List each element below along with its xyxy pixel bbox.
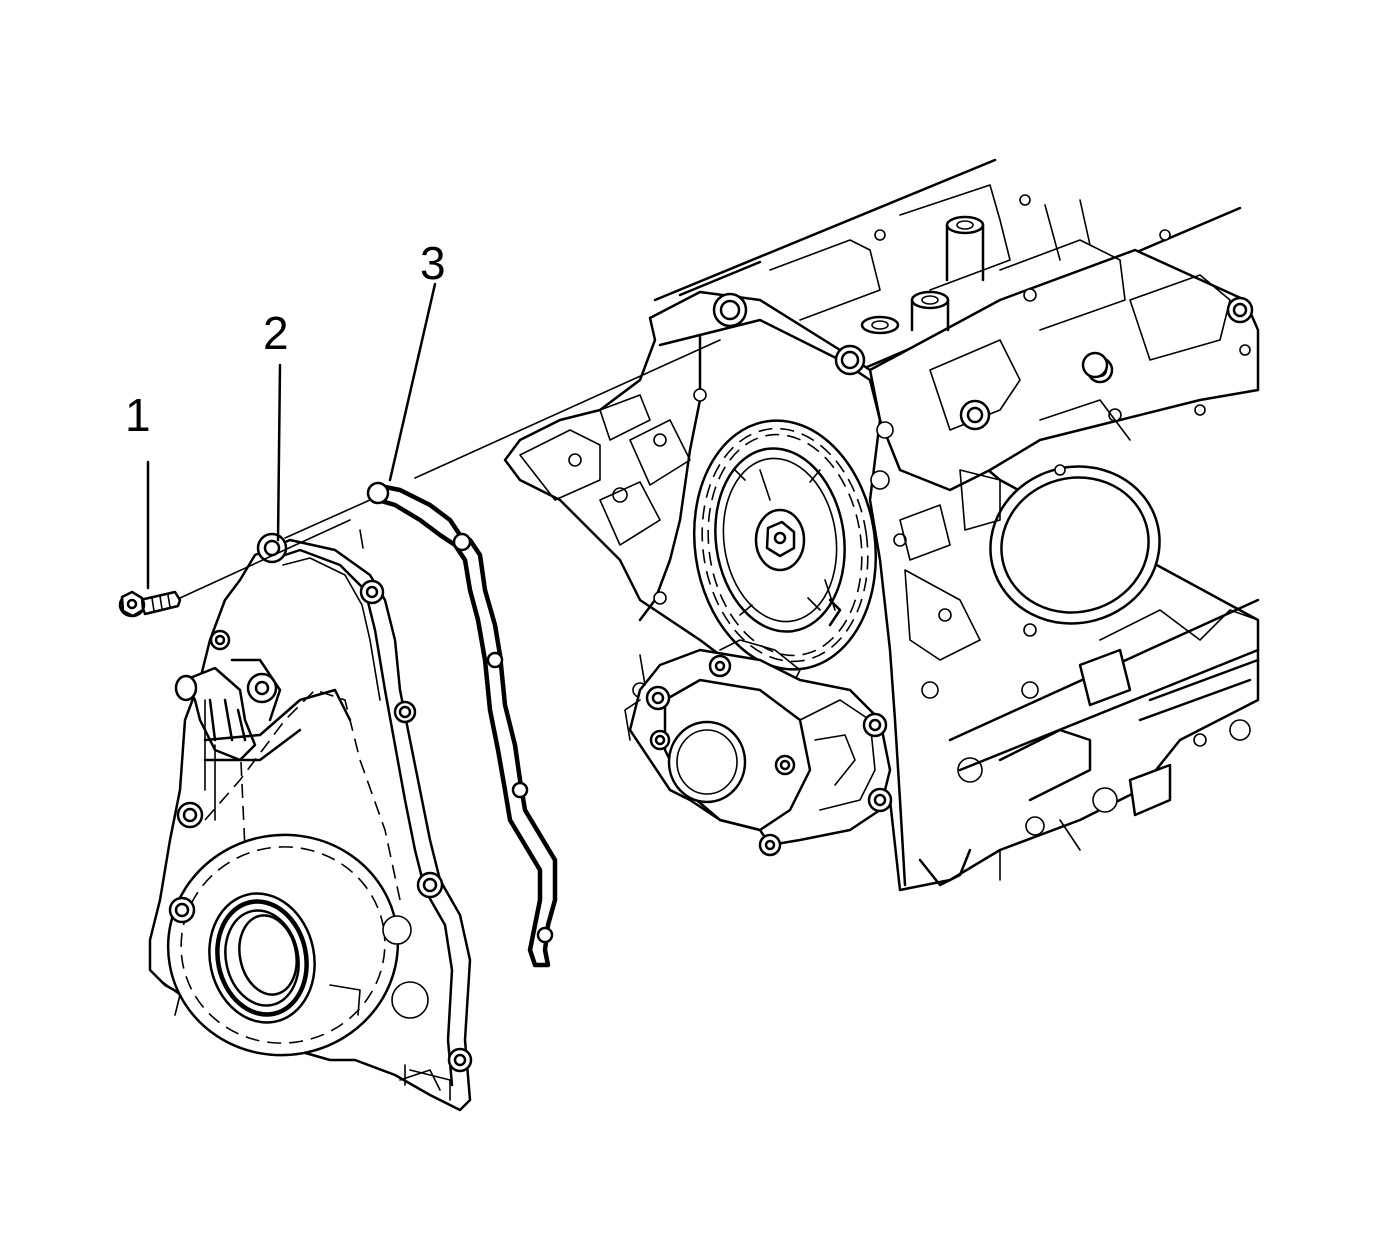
- bolt: [118, 590, 182, 618]
- oil-pump: [624, 648, 893, 857]
- timing-chain: [692, 419, 878, 691]
- callout-1: 1: [125, 389, 151, 441]
- gasket: [366, 481, 558, 968]
- leader-lines: [146, 282, 721, 599]
- front-cover: [148, 532, 473, 1112]
- engine-block: [503, 158, 1260, 892]
- callout-3: 3: [420, 237, 446, 289]
- callout-2: 2: [263, 307, 289, 359]
